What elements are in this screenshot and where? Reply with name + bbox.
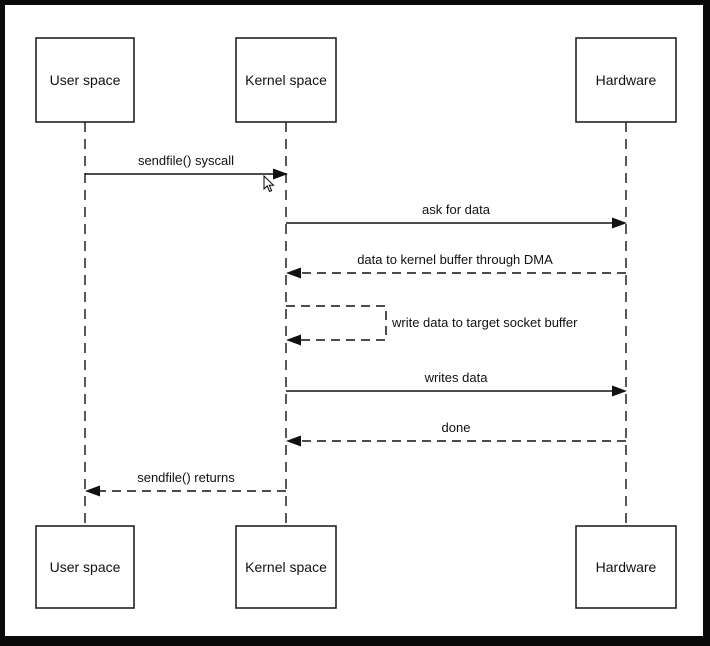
arrowhead-right [612, 385, 627, 397]
message-label: write data to target socket buffer [391, 315, 578, 330]
arrowhead-right [612, 217, 627, 229]
participant-label: Kernel space [245, 72, 327, 88]
message-label: sendfile() returns [137, 470, 235, 485]
message-label: data to kernel buffer through DMA [357, 252, 553, 267]
participant-user-space-bottom: User space [35, 525, 135, 609]
participant-hardware-top: Hardware [575, 37, 677, 123]
participant-user-space-top: User space [35, 37, 135, 123]
participant-label: Hardware [596, 72, 657, 88]
arrowhead-left [286, 334, 301, 346]
participant-label: Kernel space [245, 559, 327, 575]
message-sendfile-returns: sendfile() returns [85, 470, 286, 497]
message-label: writes data [424, 370, 489, 385]
arrowhead-left [286, 267, 301, 279]
participant-kernel-space-top: Kernel space [235, 37, 337, 123]
participant-label: User space [50, 559, 121, 575]
arrowhead-left [286, 435, 301, 447]
message-sendfile-syscall: sendfile() syscall [85, 153, 288, 180]
message-done: done [286, 420, 626, 447]
message-label: sendfile() syscall [138, 153, 234, 168]
message-label: ask for data [422, 202, 491, 217]
message-write-to-socket-buffer: write data to target socket buffer [286, 305, 578, 346]
participant-label: User space [50, 72, 121, 88]
participant-hardware-bottom: Hardware [575, 525, 677, 609]
mouse-pointer-icon [263, 174, 275, 193]
arrowhead-right [273, 168, 288, 180]
message-writes-data: writes data [286, 370, 627, 397]
participant-label: Hardware [596, 559, 657, 575]
participant-kernel-space-bottom: Kernel space [235, 525, 337, 609]
message-data-to-kernel-buffer: data to kernel buffer through DMA [286, 252, 626, 279]
message-ask-for-data: ask for data [286, 202, 627, 229]
arrowhead-left [85, 485, 100, 497]
message-label: done [442, 420, 471, 435]
